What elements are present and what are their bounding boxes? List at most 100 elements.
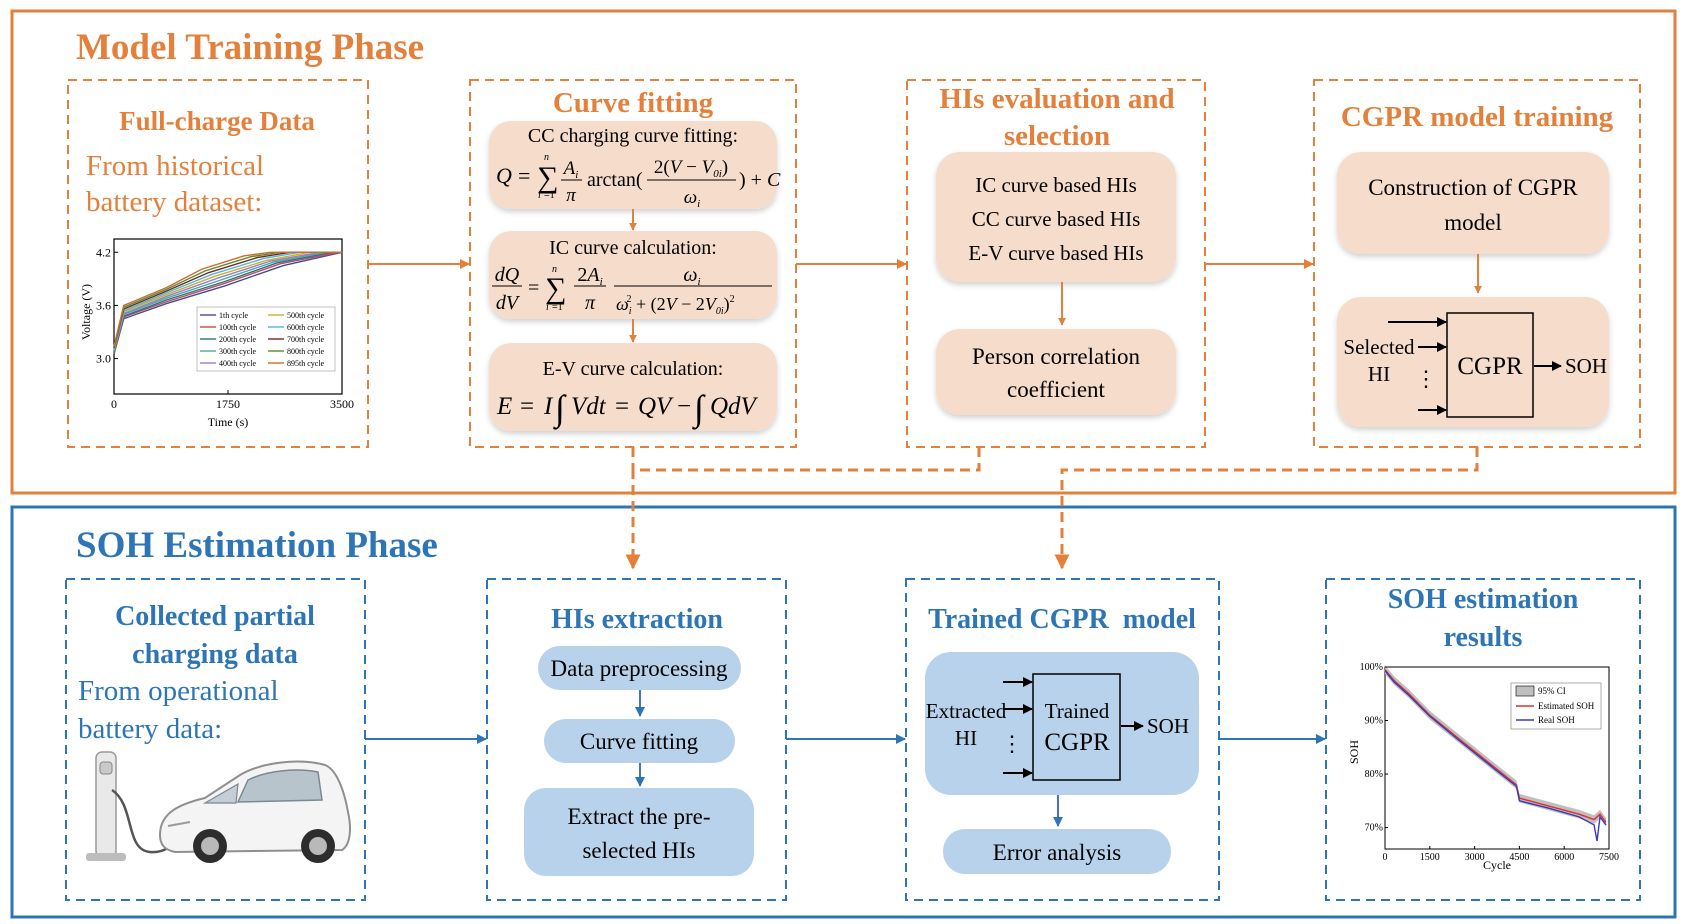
soh-ytick-label: 80%	[1365, 769, 1383, 780]
voltage-legend-label: 600th cycle	[287, 323, 325, 332]
soh-xtick-label: 1500	[1420, 852, 1440, 863]
svg-text:Q: Q	[496, 163, 512, 188]
ic-calculation-formula: dQ dV = ∑ n i=1 2Ai π ωi ωi2 + (2V − 2V0…	[492, 264, 772, 317]
ic-calculation-box	[489, 231, 777, 319]
his-extraction-panel: HIs extraction Data preprocessing Curve …	[486, 578, 787, 901]
training-phase-title: Model Training Phase	[76, 27, 424, 68]
his-evaluation-panel: HIs evaluation and selection IC curve ba…	[906, 79, 1206, 448]
his-evaluation-title-2: selection	[1004, 120, 1110, 152]
selected-hi-line-2: HI	[1368, 362, 1390, 386]
voltage-series-line-10	[113, 251, 342, 347]
error-analysis-box	[943, 829, 1171, 874]
soh-xtick-label: 4500	[1509, 852, 1529, 863]
full-charge-title: Full-charge Data	[119, 106, 315, 136]
svg-text:π: π	[585, 292, 596, 314]
trained-cgpr-block-line-1: Trained	[1045, 699, 1110, 723]
voltage-legend-label: 700th cycle	[287, 335, 325, 344]
full-charge-desc-1: From historical	[86, 150, 264, 182]
cgpr-block-label: CGPR	[1457, 353, 1523, 380]
svg-text:=1: =1	[552, 302, 563, 313]
svg-text:=: =	[615, 393, 629, 420]
cc-fitting-box	[489, 121, 777, 209]
svg-text:Vdt: Vdt	[571, 393, 607, 420]
svg-text:2Ai: 2Ai	[577, 264, 602, 288]
collected-desc-1: From operational	[78, 675, 279, 707]
voltage-legend-label: 895th cycle	[287, 359, 325, 368]
extract-his-line-1: Extract the pre-	[567, 804, 710, 829]
construction-box	[1337, 152, 1609, 254]
svg-text:i: i	[538, 190, 541, 201]
voltage-legend-label: 1th cycle	[219, 311, 249, 320]
curve-fitting-panel: Curve fitting CC charging curve fitting:…	[469, 79, 797, 448]
extract-his-box	[524, 788, 754, 876]
voltage-xtick-label: 1750	[216, 397, 240, 411]
his-evaluation-title-1: HIs evaluation and	[939, 83, 1174, 115]
soh-legend-swatch-ci	[1515, 685, 1535, 697]
voltage-legend-label: 200th cycle	[219, 335, 257, 344]
data-preprocessing-label: Data preprocessing	[551, 656, 728, 681]
svg-text:=1: =1	[544, 190, 555, 201]
trained-cgpr-input-ellipsis: ⋮	[1001, 731, 1023, 756]
training-phase-frame	[10, 9, 1677, 495]
svg-text:E: E	[496, 393, 512, 420]
estimation-phase-title: SOH Estimation Phase	[76, 525, 438, 566]
svg-text:−: −	[677, 393, 691, 420]
his-item-ic: IC curve based HIs	[975, 173, 1137, 197]
dashed-link-to-his-extraction	[633, 447, 981, 568]
svg-text:=: =	[520, 393, 534, 420]
voltage-xtick-label: 3500	[330, 397, 354, 411]
estimation-phase-frame	[10, 505, 1677, 919]
soh-legend-label-ci: 95% CI	[1538, 686, 1566, 696]
svg-text:∑: ∑	[537, 161, 558, 194]
voltage-legend-box	[196, 306, 336, 372]
error-analysis-label: Error analysis	[993, 840, 1121, 865]
voltage-legend-label: 400th cycle	[219, 359, 257, 368]
svg-text:ωi2 + (2V − 2V0i)2: ωi2 + (2V − 2V0i)2	[616, 294, 735, 317]
training-phase: Model Training Phase Full-charge Data Fr…	[10, 9, 1677, 495]
ev-calculation-formula: E = I ∫ Vdt = QV − ∫ QdV	[496, 388, 759, 430]
ev-charging-illustration	[86, 751, 351, 863]
svg-text:ωi: ωi	[684, 187, 700, 210]
trained-cgpr-panel: Trained CGPR model Extracted HI ⋮ Traine…	[905, 578, 1220, 901]
extracted-hi-line-2: HI	[955, 726, 977, 750]
soh-legend-label-estimated: Estimated SOH	[1538, 701, 1595, 711]
svg-text:QdV: QdV	[710, 393, 759, 420]
voltage-legend-label: 300th cycle	[219, 347, 257, 356]
svg-text:n: n	[544, 152, 549, 163]
voltage-ytick-label: 4.2	[96, 245, 111, 259]
soh-xtick-label: 7500	[1599, 852, 1619, 863]
trained-cgpr-block	[1032, 673, 1121, 781]
soh-ytick-label: 70%	[1365, 823, 1383, 834]
full-charge-desc-2: battery dataset:	[86, 186, 262, 218]
svg-text:) + C: ) + C	[739, 169, 781, 191]
trained-cgpr-title: Trained CGPR model	[928, 604, 1196, 635]
svg-text:ωi: ωi	[683, 264, 700, 288]
soh-ytick-label: 100%	[1360, 662, 1383, 673]
construction-line-1: Construction of CGPR	[1368, 175, 1578, 200]
voltage-ytick-label: 3.0	[96, 352, 111, 366]
curve-fitting-step-label: Curve fitting	[580, 729, 699, 754]
svg-text:QV: QV	[638, 393, 674, 420]
soh-series-group	[1384, 665, 1607, 842]
svg-text:dQ: dQ	[495, 264, 520, 286]
soh-results-title-1: SOH estimation	[1388, 584, 1579, 615]
soh-chart-xlabel: Cycle	[1483, 858, 1511, 872]
estimation-phase: SOH Estimation Phase Collected partial c…	[10, 505, 1677, 919]
extract-his-line-2: selected HIs	[582, 838, 695, 863]
svg-text:π: π	[566, 185, 576, 206]
soh-ytick-label: 90%	[1365, 716, 1383, 727]
soh-xtick-label: 3000	[1465, 852, 1485, 863]
soh-chart-ylabel: SOH	[1347, 740, 1361, 764]
voltage-series-group	[113, 251, 343, 355]
soh-real-line	[1384, 670, 1607, 842]
cgpr-training-panel: CGPR model training Construction of CGPR…	[1313, 79, 1641, 448]
soh-results-title-2: results	[1444, 622, 1523, 653]
his-item-ev: E-V curve based HIs	[968, 241, 1143, 265]
his-list-box	[936, 152, 1176, 282]
curve-fitting-title: Curve fitting	[553, 87, 714, 119]
